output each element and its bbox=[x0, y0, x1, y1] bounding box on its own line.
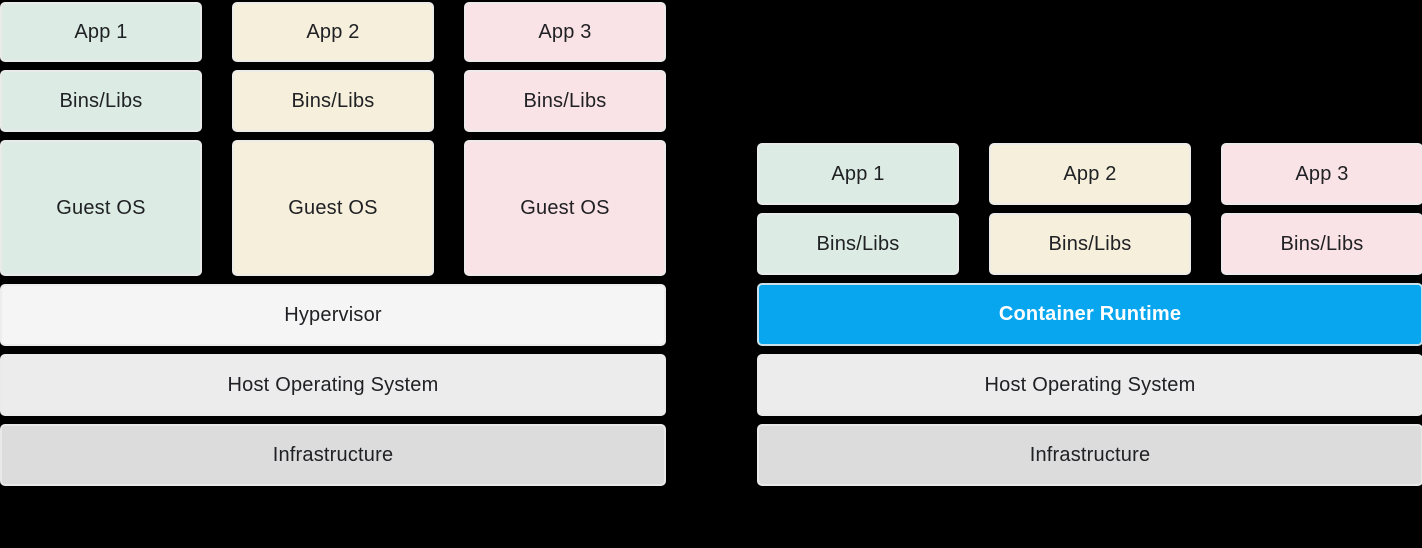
container-stack-panel: App 1 Bins/Libs App 2 Bins/Libs App 3 Bi… bbox=[757, 143, 1422, 486]
vm-guest-os-2-box: Guest OS bbox=[232, 140, 434, 276]
container-runtime-bar: Container Runtime bbox=[757, 283, 1422, 346]
vm-guest-os-3-box: Guest OS bbox=[464, 140, 666, 276]
container-app-3-box: App 3 bbox=[1221, 143, 1422, 205]
vm-app-2-box: App 2 bbox=[232, 2, 434, 62]
vm-bins-libs-3-box: Bins/Libs bbox=[464, 70, 666, 132]
vm-app-3-box: App 3 bbox=[464, 2, 666, 62]
vm-bins-libs-1-box: Bins/Libs bbox=[0, 70, 202, 132]
container-app-2-box: App 2 bbox=[989, 143, 1191, 205]
vm-columns: App 1 Bins/Libs Guest OS App 2 Bins/Libs… bbox=[0, 2, 666, 276]
hypervisor-bar: Hypervisor bbox=[0, 284, 666, 346]
container-column-2: App 2 Bins/Libs bbox=[989, 143, 1191, 275]
container-bins-libs-1-box: Bins/Libs bbox=[757, 213, 959, 275]
vm-bins-libs-2-box: Bins/Libs bbox=[232, 70, 434, 132]
vm-guest-os-1-box: Guest OS bbox=[0, 140, 202, 276]
vm-app-1-box: App 1 bbox=[0, 2, 202, 62]
container-host-os-bar: Host Operating System bbox=[757, 354, 1422, 416]
container-bins-libs-3-box: Bins/Libs bbox=[1221, 213, 1422, 275]
container-app-1-box: App 1 bbox=[757, 143, 959, 205]
container-column-3: App 3 Bins/Libs bbox=[1221, 143, 1422, 275]
container-column-1: App 1 Bins/Libs bbox=[757, 143, 959, 275]
vm-column-3: App 3 Bins/Libs Guest OS bbox=[464, 2, 666, 276]
container-columns: App 1 Bins/Libs App 2 Bins/Libs App 3 Bi… bbox=[757, 143, 1422, 275]
vm-column-1: App 1 Bins/Libs Guest OS bbox=[0, 2, 202, 276]
vm-stack-panel: App 1 Bins/Libs Guest OS App 2 Bins/Libs… bbox=[0, 2, 666, 486]
container-bins-libs-2-box: Bins/Libs bbox=[989, 213, 1191, 275]
container-infrastructure-bar: Infrastructure bbox=[757, 424, 1422, 486]
vm-infrastructure-bar: Infrastructure bbox=[0, 424, 666, 486]
vm-column-2: App 2 Bins/Libs Guest OS bbox=[232, 2, 434, 276]
vm-host-os-bar: Host Operating System bbox=[0, 354, 666, 416]
